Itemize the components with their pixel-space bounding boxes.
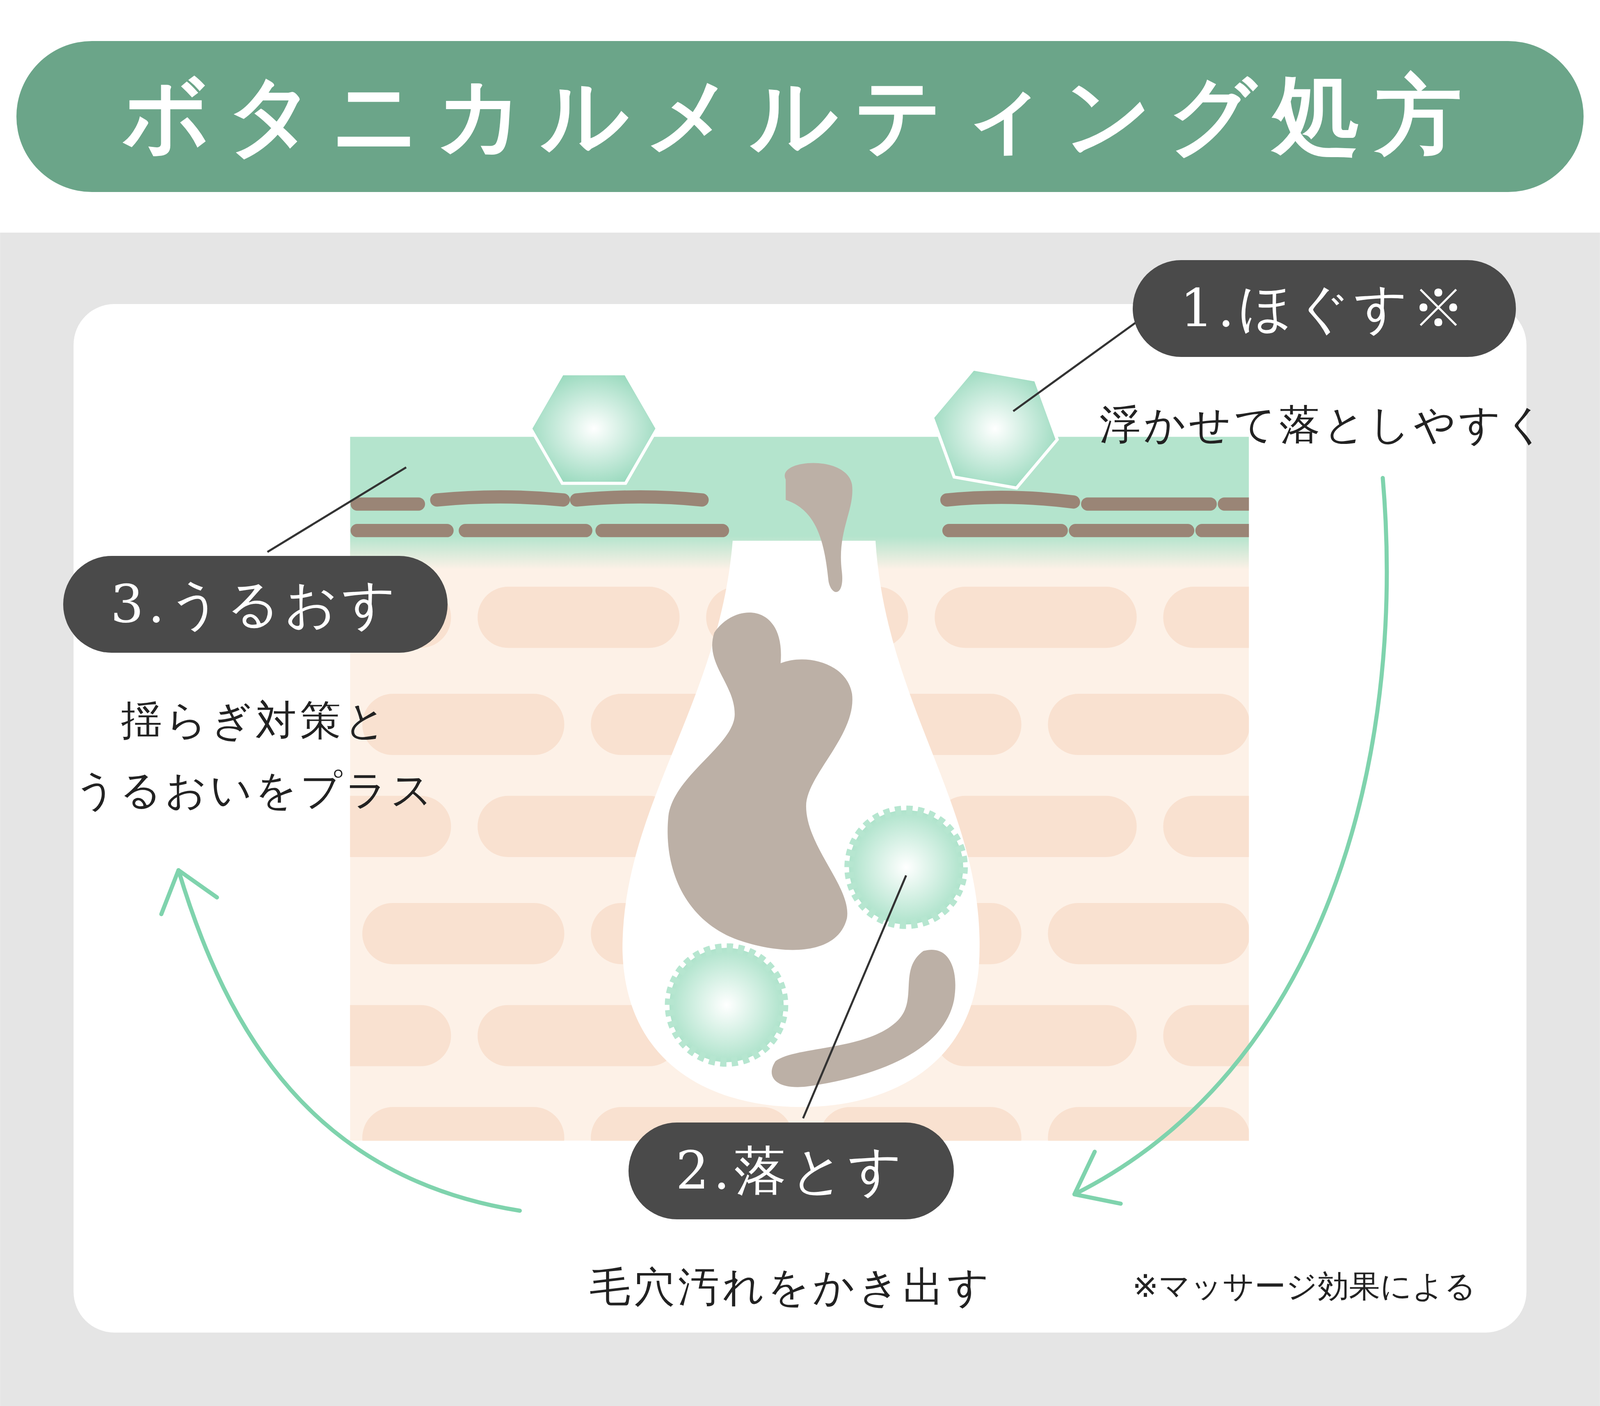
step-heading: 2.落とす xyxy=(675,1135,907,1207)
title-pill: ボタニカルメルティング処方 xyxy=(16,41,1584,192)
horny-layer xyxy=(1087,497,1210,511)
step-node: 1.ほぐす※ 浮かせて落としやすく xyxy=(1099,260,1550,460)
step-pill: 3.うるおす xyxy=(63,555,448,653)
leader-line xyxy=(267,320,1139,1119)
skin-cell xyxy=(1163,1005,1249,1067)
pore-dirt xyxy=(667,612,853,950)
melting-gel xyxy=(932,369,1058,489)
step-description: 浮かせて落としやすく xyxy=(1099,389,1550,460)
footnote: ※マッサージ効果による xyxy=(1132,1265,1477,1308)
horny-layer xyxy=(1202,523,1249,538)
horny-layer xyxy=(576,496,702,500)
cycle-arc xyxy=(1074,477,1387,1195)
gray-ground xyxy=(0,232,1600,1406)
leader-line xyxy=(1013,320,1139,412)
skin-cell xyxy=(934,586,1137,648)
leader-line xyxy=(802,875,906,1119)
step-node: 3.うるおす揺らぎ対策と うるおいをプラス xyxy=(29,555,481,826)
skin-cell xyxy=(362,693,565,755)
skin-cell xyxy=(349,1005,451,1067)
cycle-arrow xyxy=(1074,477,1387,1204)
horny-layer xyxy=(465,523,586,538)
arrow-head xyxy=(1074,1151,1121,1204)
skin-cell xyxy=(1047,693,1249,755)
cycle-arc xyxy=(178,870,520,1211)
skin-cell xyxy=(362,1106,565,1141)
melting-gel xyxy=(530,373,657,484)
cycle-arrow xyxy=(161,870,520,1211)
horny-layer xyxy=(357,523,448,538)
step-description: 揺らぎ対策と うるおいをプラス xyxy=(29,685,481,826)
skin-cell xyxy=(1047,1106,1249,1141)
pore-dirt xyxy=(771,949,956,1088)
title-text: ボタニカルメルティング処方 xyxy=(122,58,1479,175)
step-description: 毛穴汚れをかき出す xyxy=(589,1252,993,1322)
step-pill: 2.落とす xyxy=(628,1122,954,1220)
skin-cells xyxy=(349,586,1249,1141)
melting-gel xyxy=(848,810,964,925)
skin-cell xyxy=(477,586,680,648)
horny-layer xyxy=(1224,497,1250,511)
horny-layer xyxy=(602,523,723,538)
skin-cell xyxy=(362,902,565,965)
skin-cell xyxy=(1163,586,1249,648)
melting-gel xyxy=(669,947,784,1063)
white-panel xyxy=(73,304,1527,1333)
horny-layer xyxy=(357,497,419,511)
pore-dirt xyxy=(784,462,853,592)
skin-cell xyxy=(1163,795,1249,858)
melting-gel xyxy=(530,369,1058,1063)
horny-layer xyxy=(946,497,1074,502)
skin-cell xyxy=(1047,902,1249,965)
step-heading: 1.ほぐす※ xyxy=(1179,273,1469,345)
horny-layer xyxy=(436,496,564,500)
pore xyxy=(622,540,980,1107)
leader-line xyxy=(267,467,407,552)
step-node: 2.落とす毛穴汚れをかき出す xyxy=(589,1122,993,1322)
horny-layer xyxy=(948,523,1062,538)
arrow-head xyxy=(161,870,218,915)
horny-layer xyxy=(1075,523,1188,538)
skin-block xyxy=(349,436,1249,1141)
step-pill: 1.ほぐす※ xyxy=(1132,260,1516,357)
step-heading: 3.うるおす xyxy=(110,569,400,640)
